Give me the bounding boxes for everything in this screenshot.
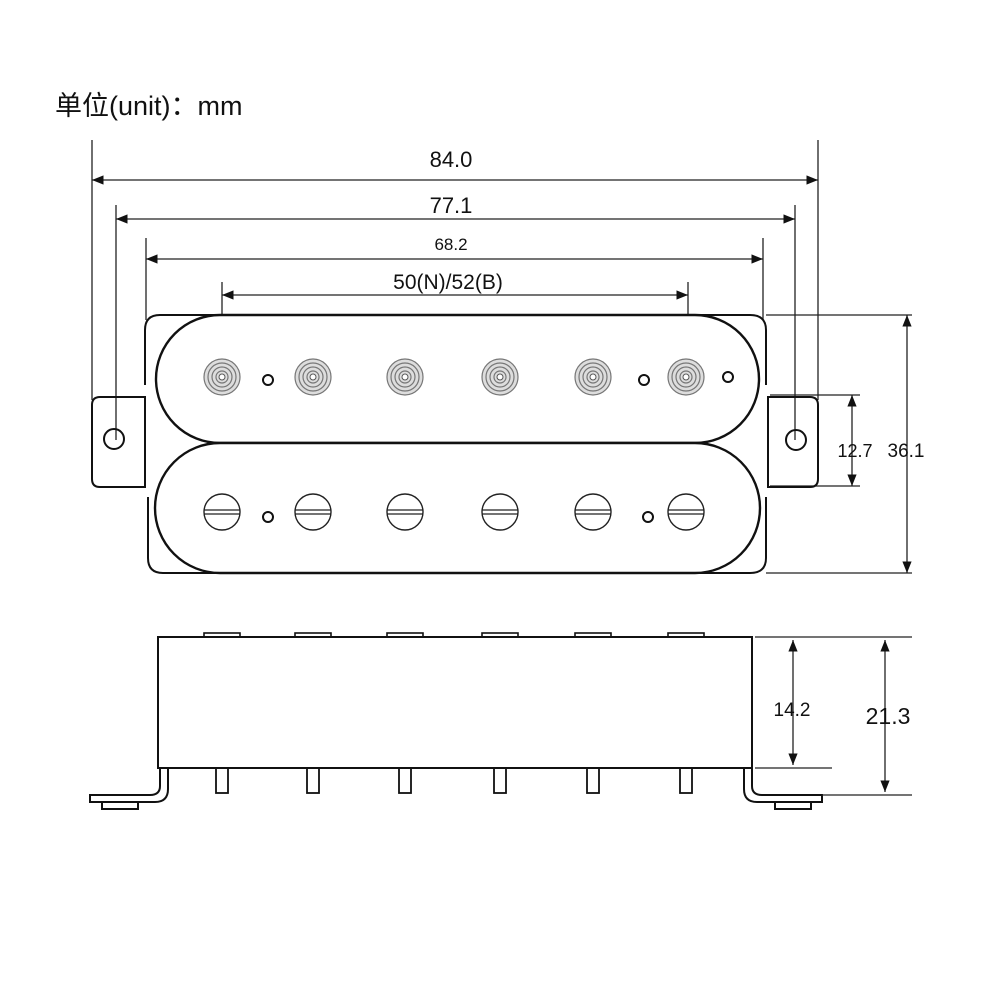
- pole-piece: [203, 358, 241, 396]
- left-mount-hole: [103, 428, 125, 450]
- left-mount-tab: [91, 396, 146, 488]
- side-view: [89, 632, 823, 810]
- left-foot: [89, 768, 169, 803]
- adjustment-screw: [481, 493, 519, 531]
- dim-12-7: 12.7: [837, 441, 872, 461]
- pole-leg: [306, 767, 320, 794]
- unit-label: 单位(unit)：mm: [55, 91, 243, 121]
- dim-77: 77.1: [430, 193, 473, 218]
- pole-piece: [481, 358, 519, 396]
- side-body: [157, 636, 753, 769]
- right-foot: [743, 768, 823, 803]
- adjustment-screw: [203, 493, 241, 531]
- pole-leg: [586, 767, 600, 794]
- pole-leg: [679, 767, 693, 794]
- pole-leg: [398, 767, 412, 794]
- adjustment-screw: [294, 493, 332, 531]
- dim-21-3: 21.3: [866, 703, 911, 729]
- right-mount-hole: [785, 429, 807, 451]
- pole-piece: [386, 358, 424, 396]
- pole-leg: [493, 767, 507, 794]
- adjustment-screw: [574, 493, 612, 531]
- dim-84: 84.0: [430, 147, 473, 172]
- screw-coil-cover: [153, 441, 762, 575]
- dimension-lines: [92, 175, 912, 573]
- dim-50-52: 50(N)/52(B): [393, 271, 503, 294]
- dim-68: 68.2: [434, 235, 467, 254]
- small-hole: [638, 374, 650, 386]
- top-view: [91, 313, 819, 575]
- small-hole: [262, 511, 274, 523]
- dim-14-2: 14.2: [774, 700, 811, 721]
- pole-piece: [667, 358, 705, 396]
- dim-36-1: 36.1: [888, 441, 925, 462]
- right-mount-tab: [767, 396, 819, 488]
- pole-leg: [215, 767, 229, 794]
- adjustment-screw: [667, 493, 705, 531]
- small-hole: [262, 374, 274, 386]
- pole-piece: [294, 358, 332, 396]
- small-hole: [722, 371, 734, 383]
- small-hole: [642, 511, 654, 523]
- adjustment-screw: [386, 493, 424, 531]
- pole-piece: [574, 358, 612, 396]
